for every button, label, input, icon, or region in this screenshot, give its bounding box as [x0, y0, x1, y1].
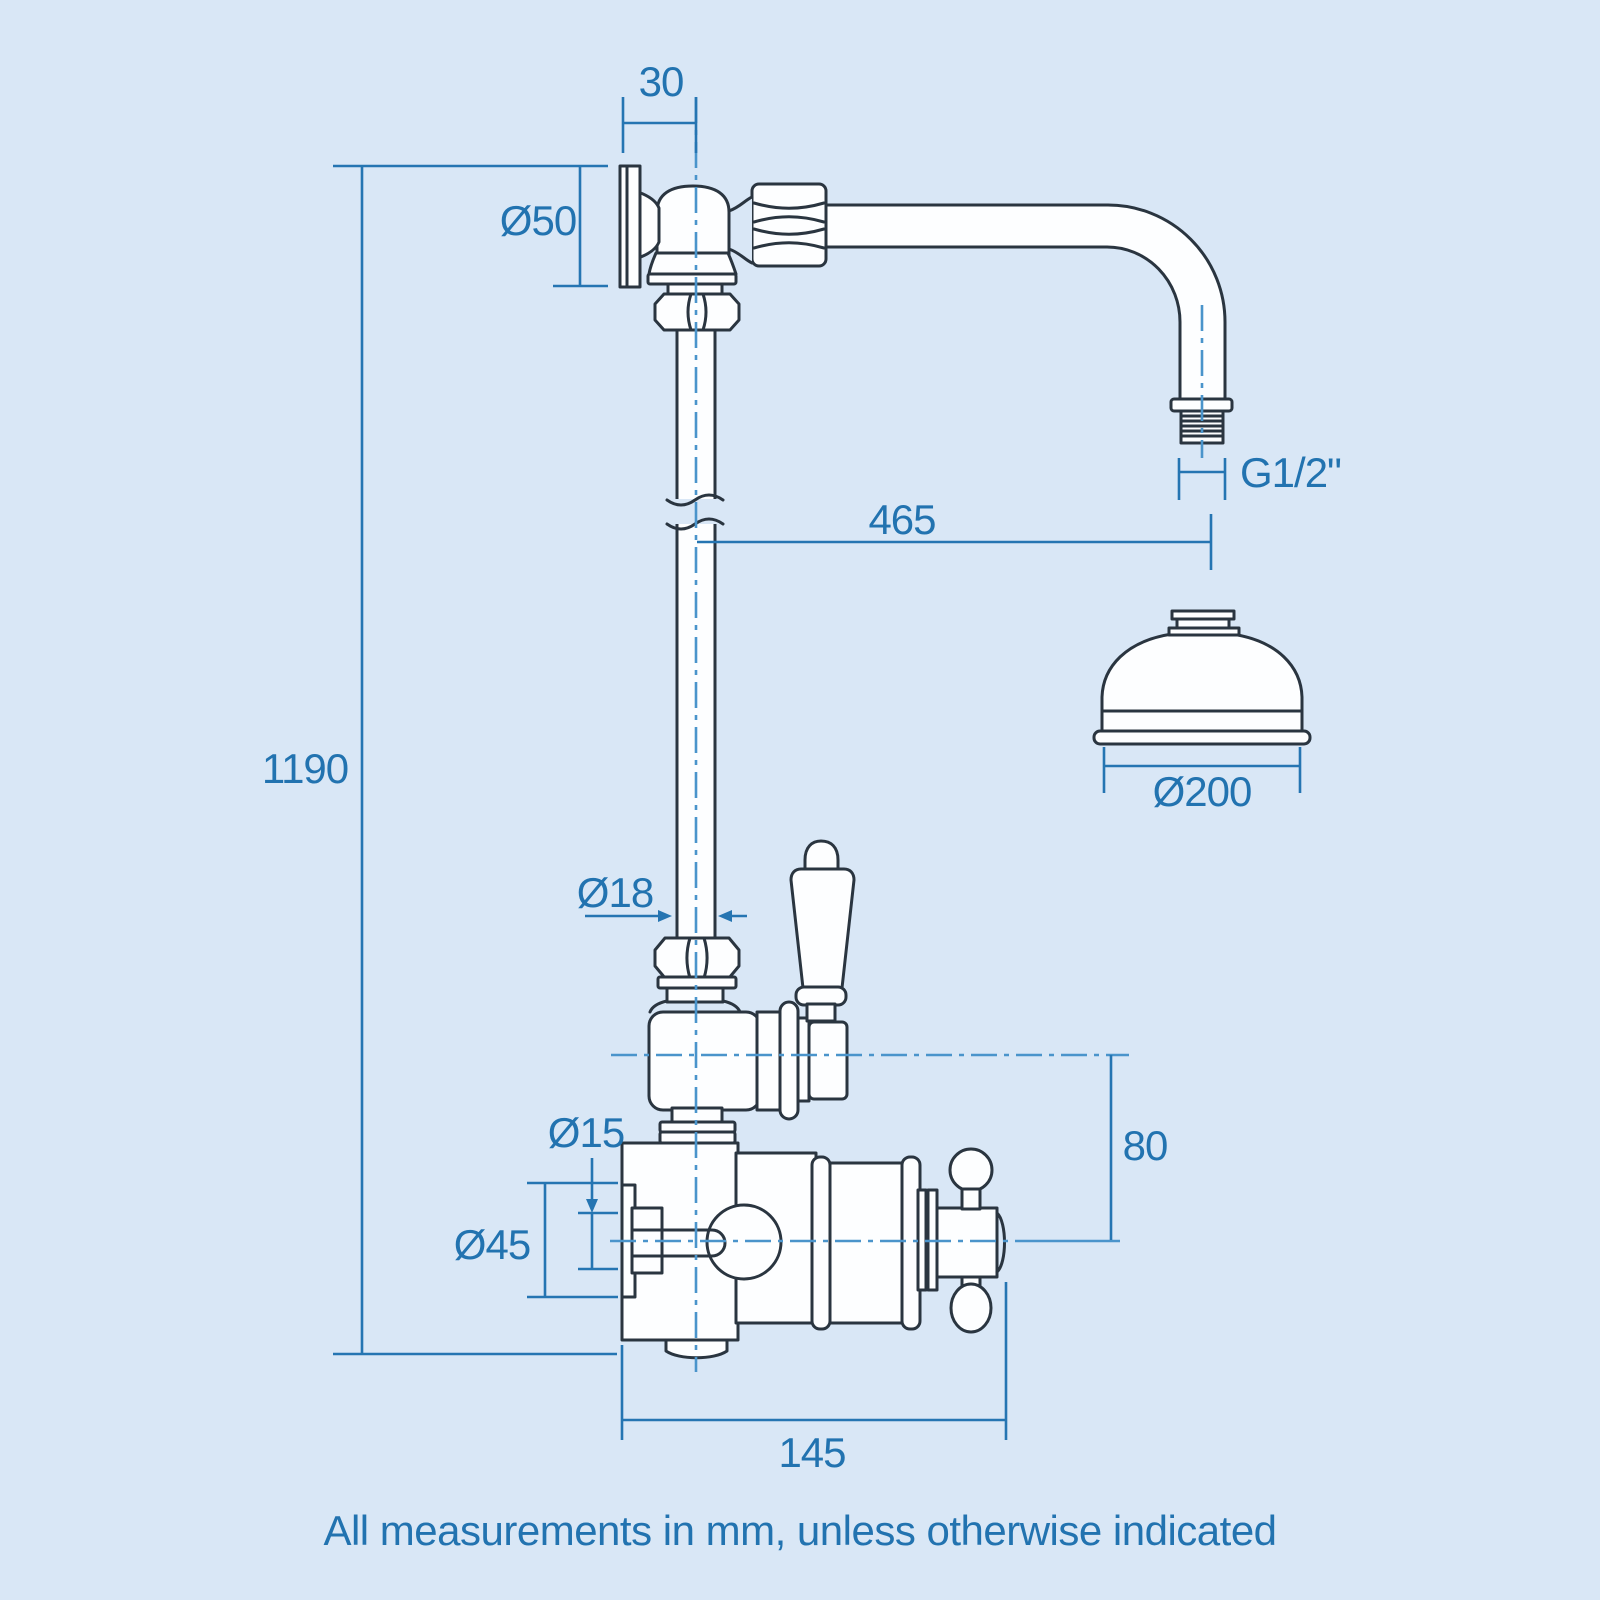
arm-union-nut	[750, 182, 828, 268]
diverter-spigot	[796, 1016, 811, 1103]
dim-g12-lines	[1177, 458, 1227, 500]
fixture-drawing	[618, 164, 1312, 1360]
tee-hex-facets	[686, 292, 708, 332]
dim-label-flange-offset: 30	[639, 58, 684, 105]
dim-30-lines	[621, 97, 698, 153]
dim-label-thread: G1/2"	[1240, 449, 1341, 496]
dim-15-lines	[578, 1158, 618, 1271]
dim-145-lines	[620, 1282, 1008, 1440]
tee-neck	[727, 195, 754, 265]
shower-head-dome	[1100, 632, 1304, 713]
dim-label-head-dia: Ø200	[1153, 768, 1252, 815]
dim-label-valve-width: 145	[778, 1429, 845, 1476]
dim-label-riser-dia: Ø18	[577, 869, 653, 916]
dim-label-inlet-dia: Ø15	[548, 1109, 624, 1156]
lever-handle-knob	[803, 839, 840, 871]
tee-ball	[655, 184, 731, 257]
dim-18-arrow-left	[658, 910, 672, 922]
dim-label-height: 1190	[262, 745, 348, 792]
bonnet-front-bulge	[995, 1211, 1006, 1274]
tee-shoulder	[647, 251, 738, 276]
dim-1190-lines	[333, 164, 617, 1356]
dim-label-union-dia: Ø45	[454, 1221, 530, 1268]
dim-50-lines	[553, 166, 608, 288]
dim-label-reach: 465	[868, 496, 935, 543]
shower-arm	[820, 203, 1227, 402]
dim-18-arrow-right	[718, 910, 732, 922]
bonnet-cylinder	[935, 1206, 999, 1279]
centerlines	[610, 97, 1204, 1372]
dim-45-lines	[527, 1181, 618, 1299]
head-connector-plate-bottom	[1167, 626, 1241, 637]
dim-label-flange-dia: Ø50	[500, 197, 576, 244]
diverter-neck-curves	[648, 999, 742, 1014]
cross-handle-bottom-ball	[949, 1282, 993, 1334]
cross-handle-top-stem	[960, 1187, 982, 1211]
cartridge-ring-left	[810, 1155, 832, 1331]
measurement-note: All measurements in mm, unless otherwise…	[323, 1507, 1276, 1554]
dim-465-lines	[697, 514, 1213, 570]
lever-collar	[794, 985, 848, 1007]
diverter-spigot-flange	[778, 1000, 800, 1121]
flange-cone	[636, 190, 661, 260]
dim-15-arrow	[586, 1199, 598, 1213]
bonnet-plate-1	[916, 1188, 928, 1292]
diverter-body	[647, 1010, 762, 1112]
lever-stem	[805, 1002, 837, 1023]
cross-handle-top-ball	[948, 1147, 994, 1193]
arm-union-knurl-lines	[752, 201, 826, 250]
dim-label-port-offset: 80	[1123, 1122, 1168, 1169]
union-ring-2	[658, 1130, 737, 1145]
lever-handle-body	[789, 867, 856, 990]
dimension-labels: 30 Ø50 465 G1/2" 1190 Ø200 Ø18 Ø15 Ø45 8…	[262, 58, 1342, 1476]
dim-200-lines	[1102, 747, 1302, 793]
tee-neck-fill	[729, 197, 752, 263]
wall-flange	[618, 164, 642, 289]
lever-base-block	[807, 1020, 849, 1101]
dimension-lines	[333, 97, 1302, 1440]
cartridge-drum	[828, 1161, 906, 1325]
shower-head-skirt	[1100, 709, 1304, 733]
diverter-hex-facets	[685, 936, 709, 980]
inlet-pipe-lines	[630, 1228, 727, 1258]
shower-head-rim	[1092, 729, 1312, 746]
